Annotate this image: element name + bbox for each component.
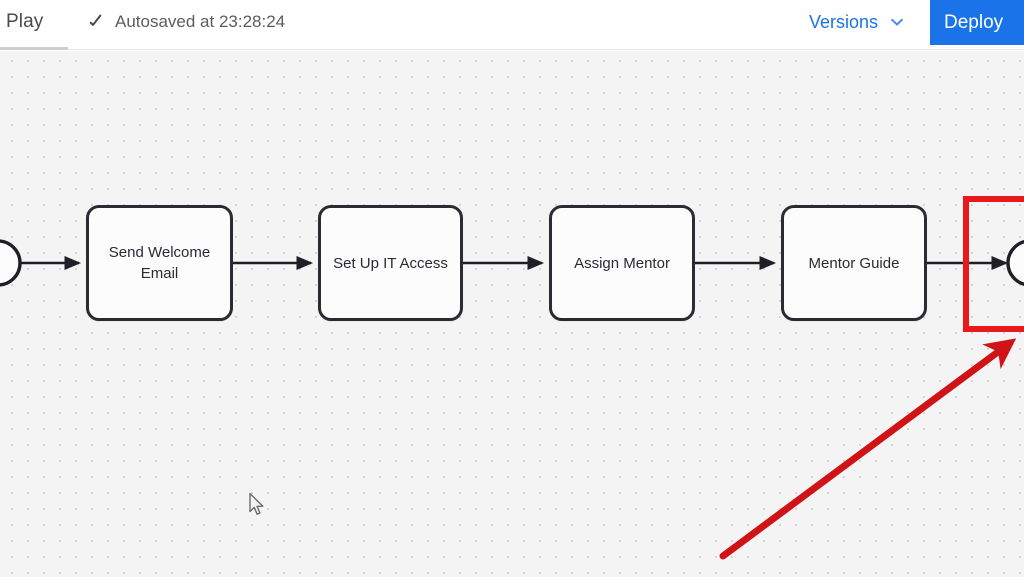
active-tab-indicator <box>0 47 68 50</box>
versions-dropdown[interactable]: Versions <box>809 7 905 37</box>
top-toolbar: Play Autosaved at 23:28:24 Versions Depl… <box>0 0 1024 50</box>
node-end[interactable] <box>1006 240 1024 286</box>
node-label: Set Up IT Access <box>333 254 448 272</box>
node-assign-mentor[interactable]: Assign Mentor <box>549 205 695 321</box>
node-set-up-it-access[interactable]: Set Up IT Access <box>318 205 463 321</box>
node-label: Assign Mentor <box>574 254 670 272</box>
versions-label: Versions <box>808 12 878 32</box>
node-send-welcome-email[interactable]: Send Welcome Email <box>86 205 233 321</box>
node-mentor-guide[interactable]: Mentor Guide <box>781 205 927 321</box>
check-icon <box>88 13 106 31</box>
node-label: Send Welcome Email <box>108 244 211 282</box>
deploy-button[interactable]: Deploy <box>930 0 1024 45</box>
autosave-status: Autosaved at 23:28:24 <box>88 9 285 35</box>
node-start[interactable] <box>0 239 22 287</box>
flow-connectors <box>0 239 1024 287</box>
chevron-down-icon <box>891 18 903 26</box>
tab-play[interactable]: Play <box>6 11 44 32</box>
node-label: Mentor Guide <box>808 254 900 272</box>
autosave-label: Autosaved at 23:28:24 <box>115 12 286 31</box>
flow-canvas[interactable]: Send Welcome Email Set Up IT Access Assi… <box>0 51 1024 577</box>
